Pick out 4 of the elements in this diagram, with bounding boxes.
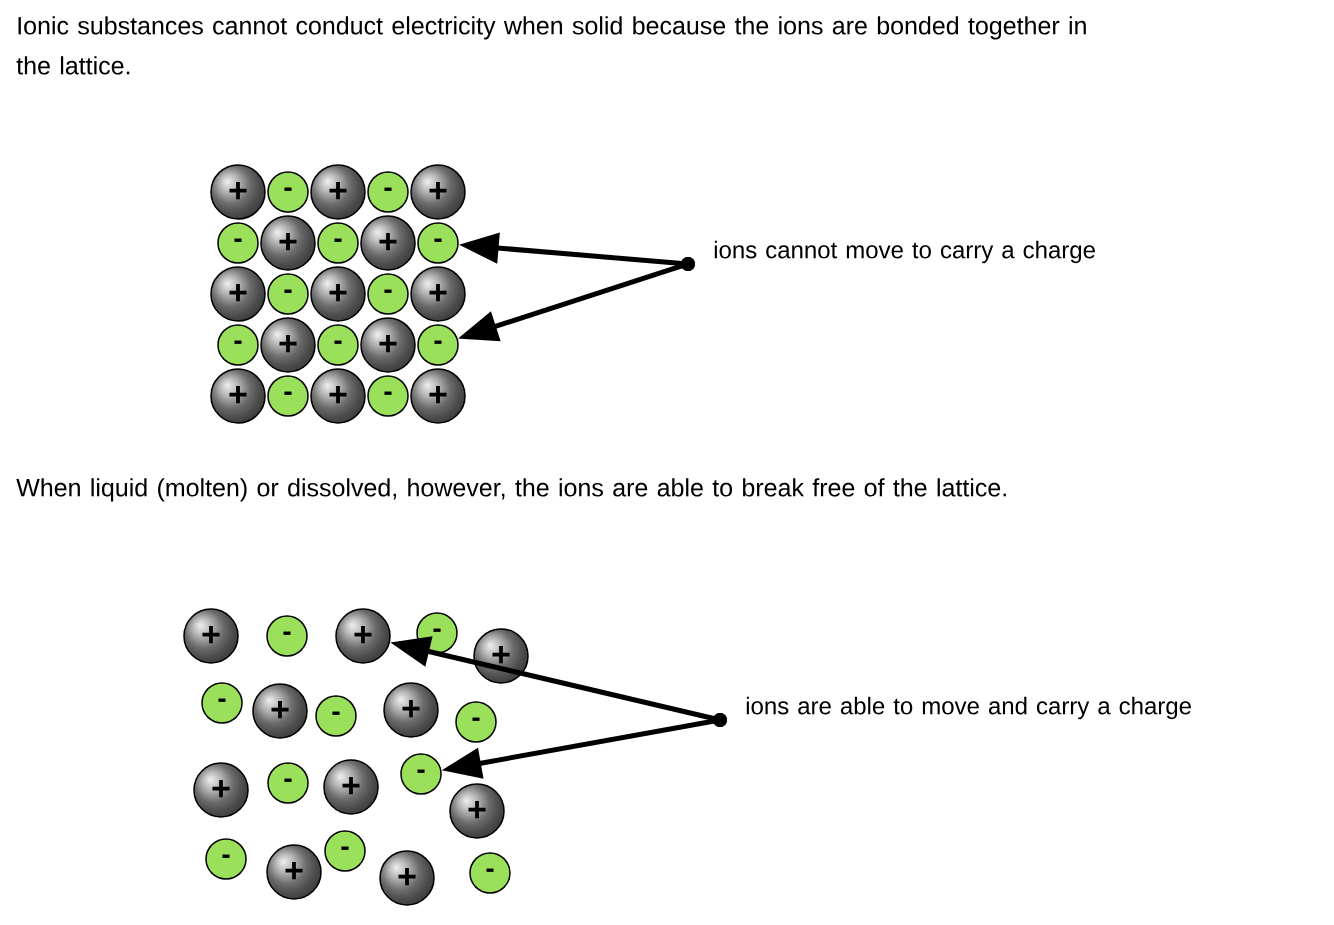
paragraph-text: Ionic substances cannot conduct electricity when solid because the ions are bonded together in the lattice. bbox=[16, 16, 1086, 75]
paragraph-text: When liquid (molten) or dissolved, however, the ions are able to break free of the lattice. bbox=[16, 478, 1006, 502]
annotation-text: ions cannot move to carry a charge bbox=[714, 240, 1095, 264]
annotation-text: ions are able to move and carry a charge bbox=[746, 696, 1191, 720]
